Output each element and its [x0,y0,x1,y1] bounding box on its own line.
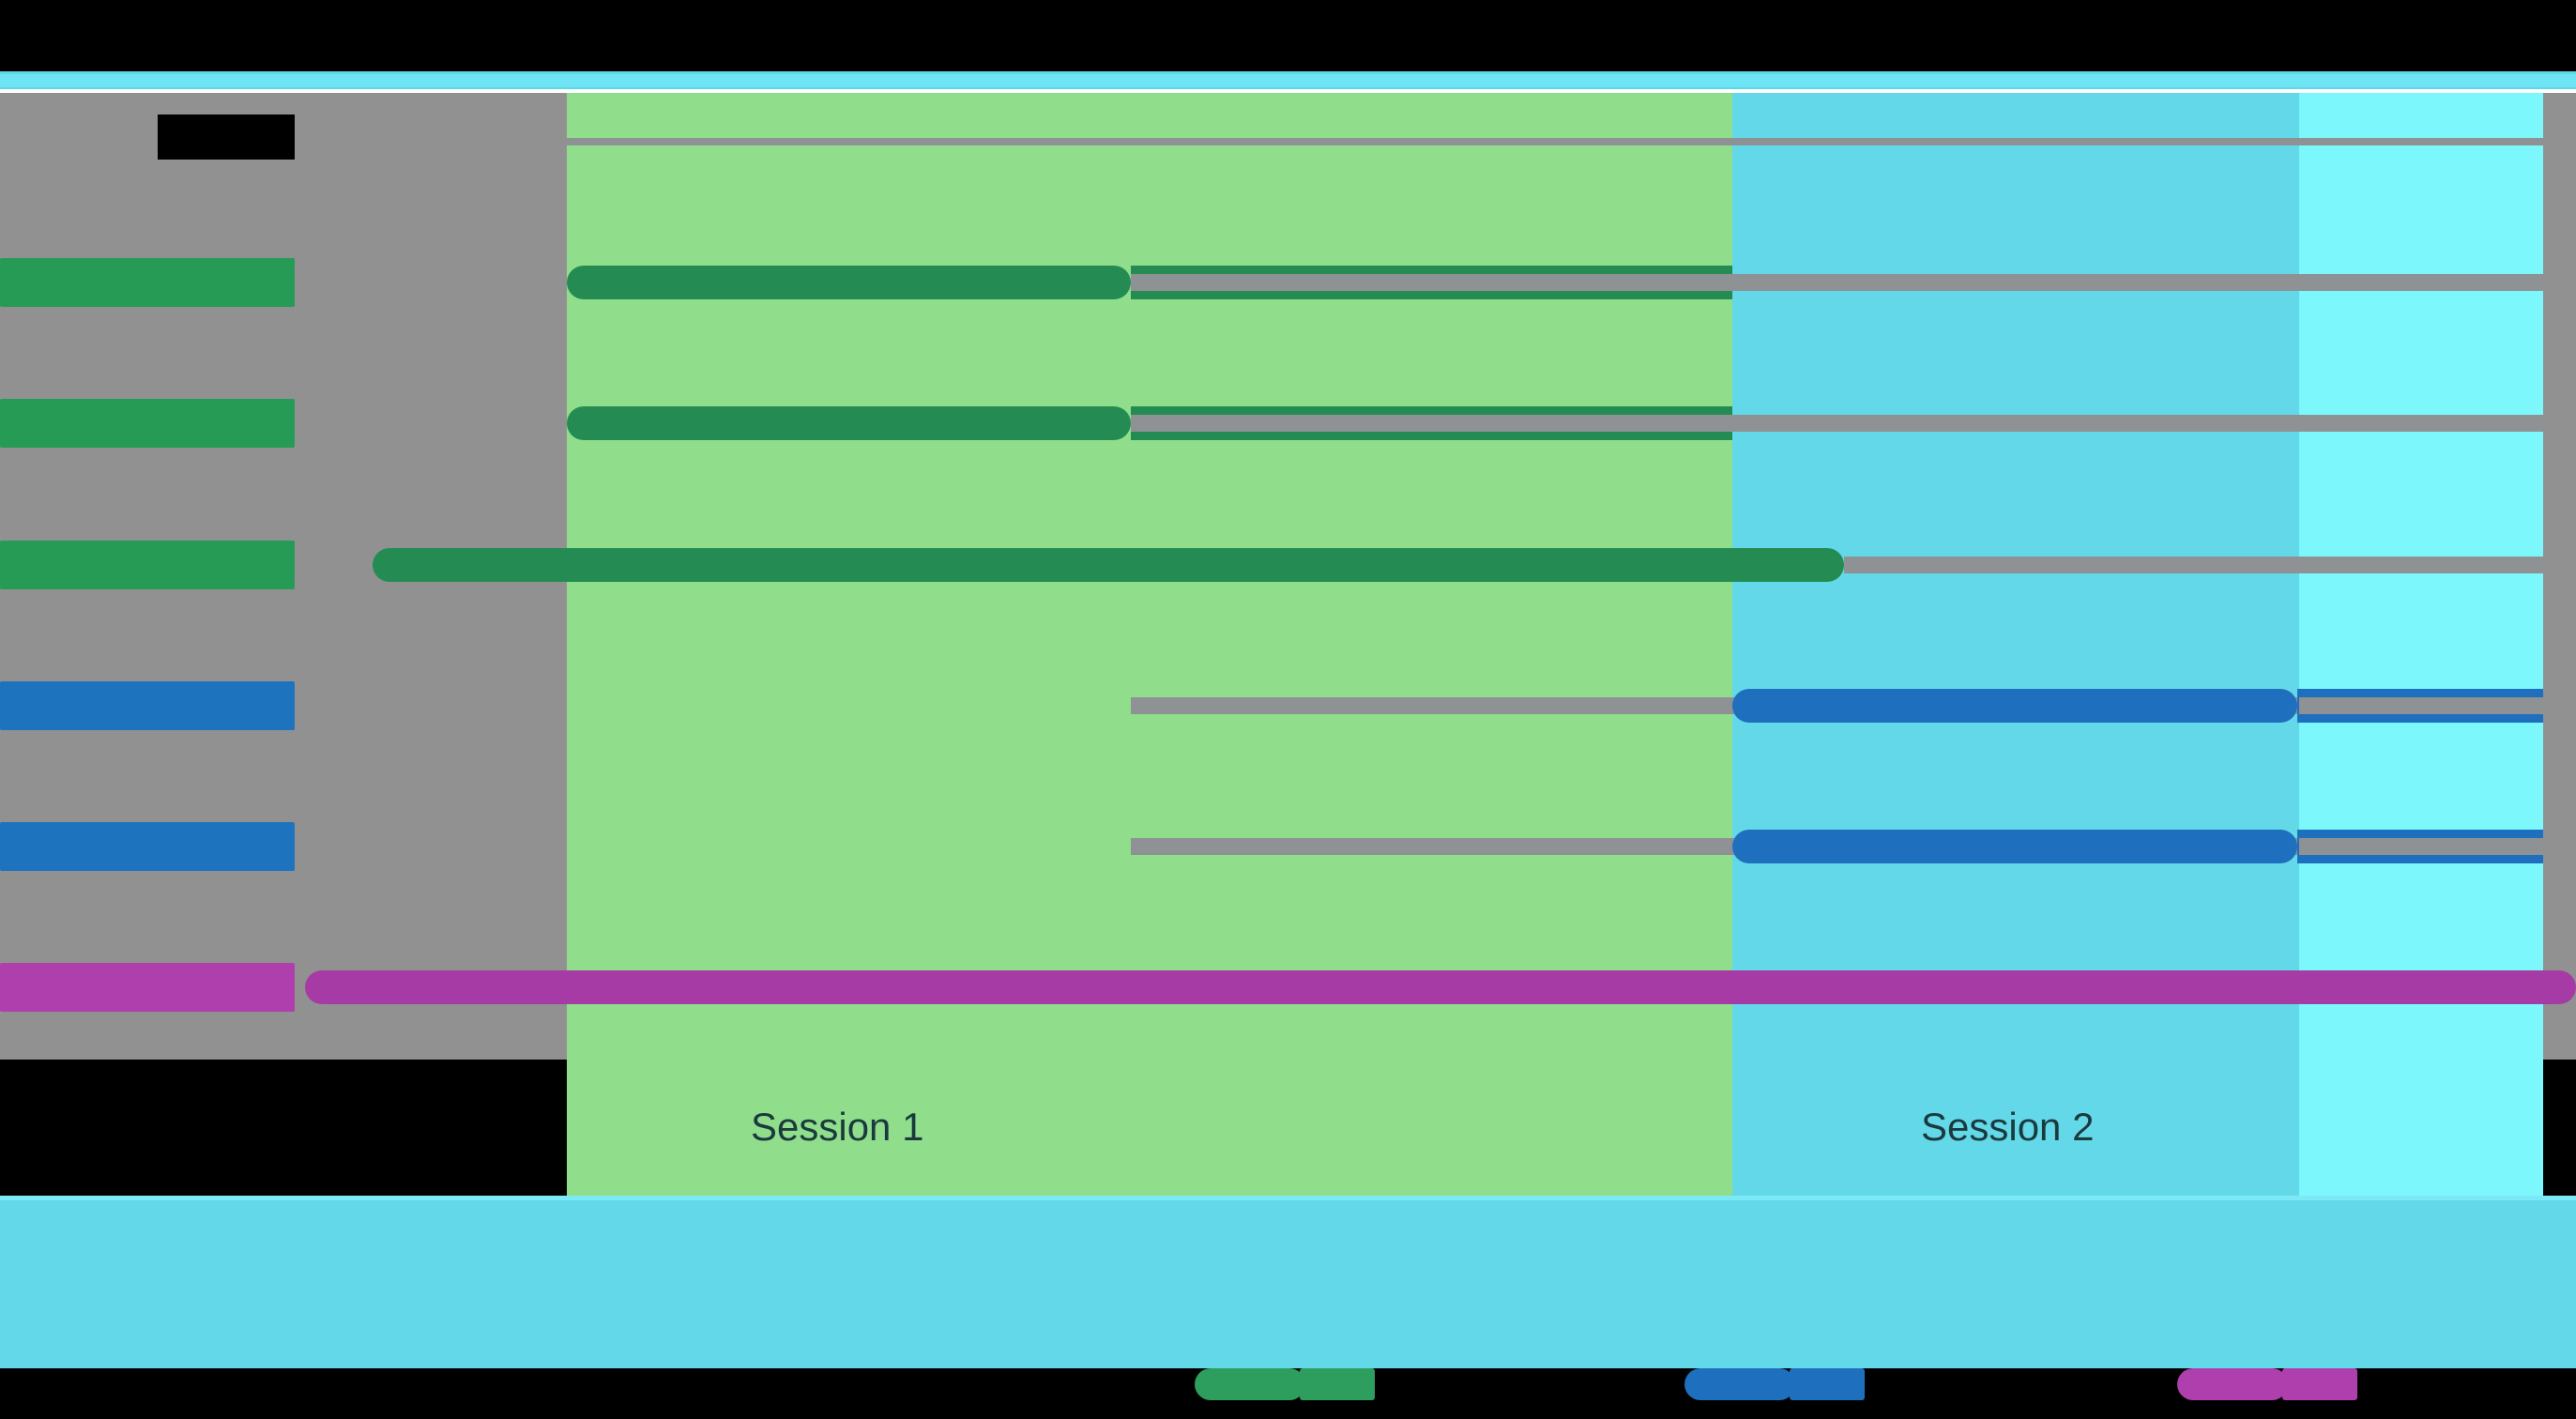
row-track-4b [2299,838,2543,855]
row-bar-5[interactable] [305,970,2576,1004]
session-band-3 [2299,93,2543,1200]
row-track-0b [1131,274,2543,291]
row-label-5 [0,963,295,1012]
row-bar-0[interactable] [567,266,1131,299]
row-bar-2[interactable] [373,548,1844,582]
session-2-caption: Session 2 [1921,1105,2095,1149]
chart-title-redaction [158,114,295,160]
row-label-0 [0,258,295,307]
footer-hairline [0,1196,2576,1201]
legend-swatch-magenta[interactable] [2177,1368,2288,1400]
row-label-2 [0,541,295,589]
legend-label-magenta [2282,1368,2357,1400]
legend-label-green [1300,1368,1375,1400]
row-label-4 [0,822,295,871]
session-1-caption: Session 1 [751,1105,924,1149]
session-band-2 [1732,93,2299,1200]
row-bar-4[interactable] [1732,830,2297,863]
session-band-1 [567,93,1732,1200]
row-label-1 [0,399,295,448]
top-accent-strip-inner [0,74,2576,87]
row-bar-1[interactable] [567,406,1131,440]
legend-swatch-blue[interactable] [1684,1368,1795,1400]
plot-panel-background-right [2543,93,2576,1060]
row-bar-3[interactable] [1732,689,2297,723]
row-track-2 [1844,557,2543,573]
top-hairline-divider [0,89,2576,93]
legend-label-blue [1790,1368,1865,1400]
legend-swatch-green[interactable] [1195,1368,1305,1400]
row-label-3 [0,681,295,730]
gridline-row-0-top [567,138,2543,145]
row-track-3b [2299,697,2543,714]
row-track-1 [1131,415,2543,432]
footer-accent-band [0,1200,2576,1385]
